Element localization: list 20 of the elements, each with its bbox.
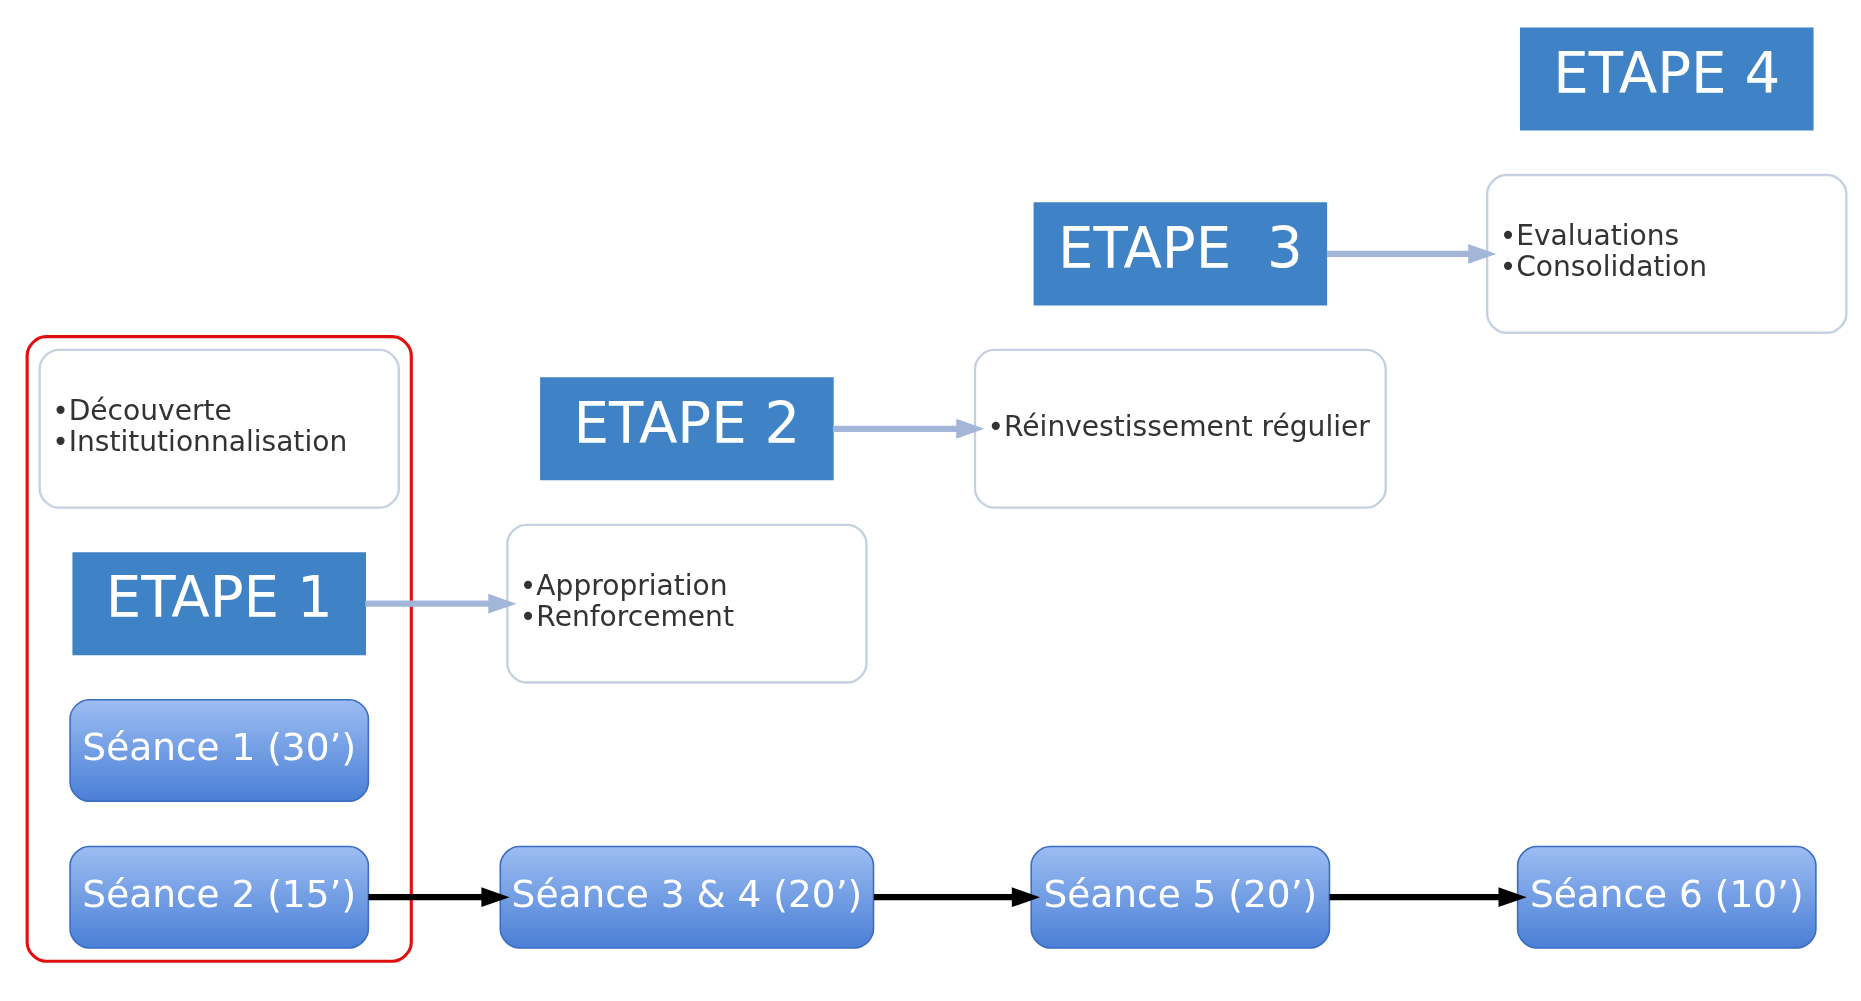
node-box: ETAPE 2 <box>540 376 834 480</box>
node-box: ETAPE 4 <box>1520 26 1814 131</box>
node-box: Séance 2 (15’) <box>69 845 370 949</box>
node-box: ETAPE 1 <box>72 551 366 655</box>
node-box: •Evaluations •Consolidation <box>1486 173 1848 334</box>
arrow <box>368 886 510 907</box>
arrow <box>365 593 517 614</box>
node-box: •Appropriation •Renforcement <box>506 523 868 684</box>
node-box: Séance 3 & 4 (20’) <box>499 845 875 949</box>
node-box: •Réinvestissement régulier <box>973 348 1387 509</box>
arrow <box>1329 886 1527 907</box>
node-box: ETAPE 3 <box>1033 201 1328 305</box>
node-box: Séance 5 (20’) <box>1030 845 1331 949</box>
arrow <box>873 886 1040 907</box>
arrow <box>1326 243 1497 264</box>
node-box: •Découverte •Institutionnalisation <box>38 348 400 509</box>
node-box: Séance 6 (10’) <box>1516 845 1817 949</box>
arrow <box>832 418 985 439</box>
cluster <box>25 334 413 963</box>
node-box: Séance 1 (30’) <box>69 698 370 802</box>
